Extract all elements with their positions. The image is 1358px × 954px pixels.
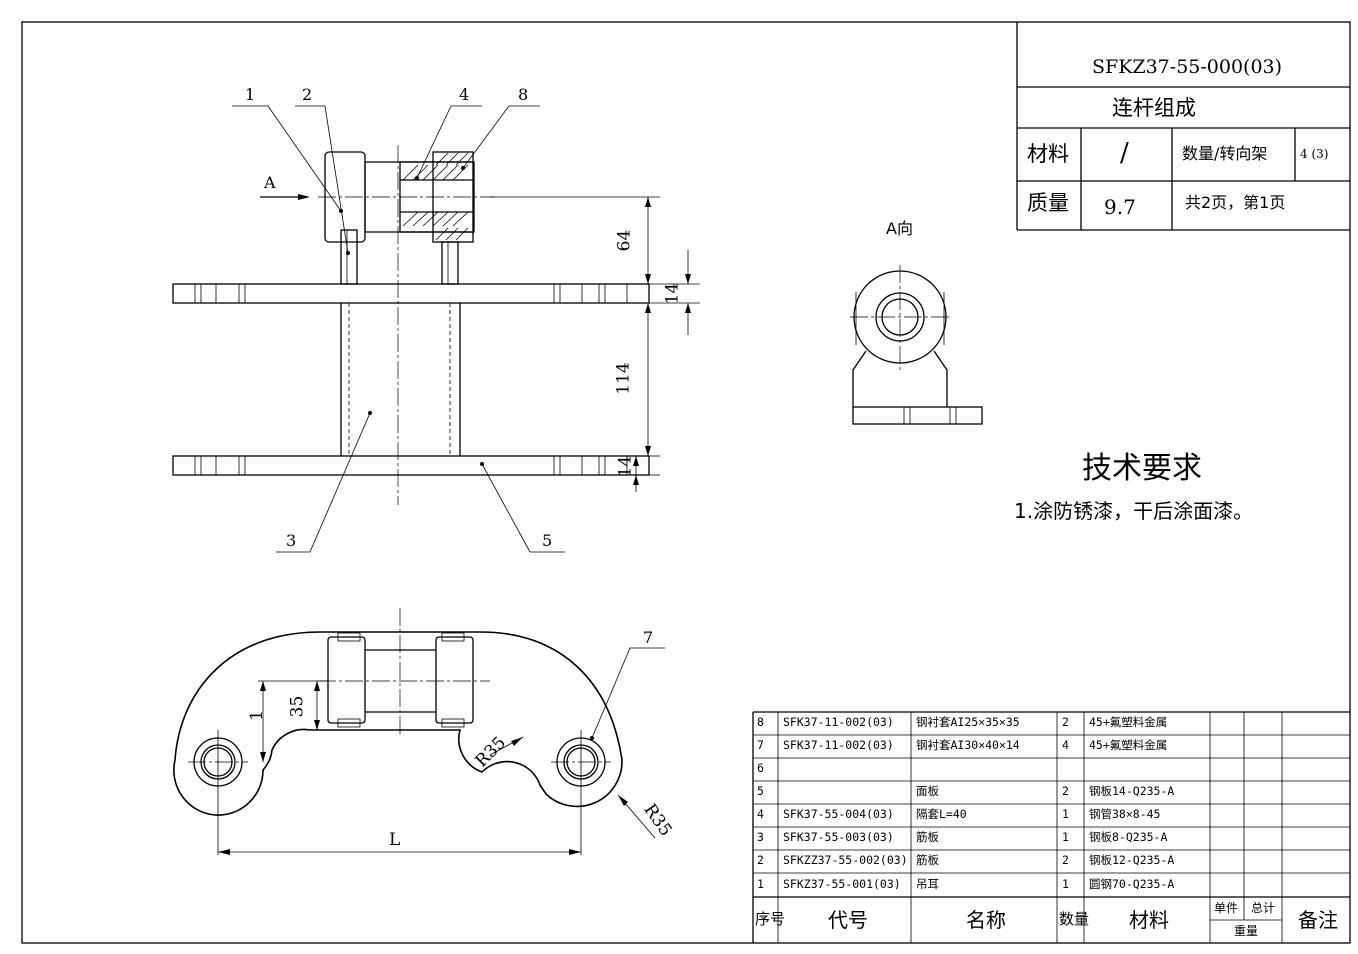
row-qty: 2	[1062, 715, 1069, 729]
row-name: 吊耳	[916, 877, 939, 891]
balloon-1: 1	[245, 85, 256, 104]
row-qty: 2	[1062, 853, 1069, 867]
lower-plate	[172, 455, 650, 476]
row-material: 钢管38×8-45	[1089, 807, 1161, 821]
row-code: SFKZZ37-55-002(03)	[783, 853, 908, 867]
page-count: 共2页，第1页	[1185, 193, 1286, 212]
row-material: 钢板8-Q235-A	[1089, 830, 1168, 844]
title-block-lines	[1016, 22, 1350, 231]
row-no: 2	[757, 853, 764, 867]
row-no: 3	[757, 830, 764, 844]
row-code: SFK37-55-003(03)	[783, 830, 894, 844]
material-label: 材料	[1027, 142, 1069, 166]
row-qty: 1	[1062, 877, 1069, 891]
header-unit: 单件	[1214, 901, 1239, 915]
header-name: 名称	[966, 908, 1006, 932]
row-no: 7	[757, 738, 764, 752]
sheet-border	[21, 21, 1351, 944]
bottom-view	[173, 608, 665, 855]
mass-value: 9.7	[1104, 195, 1136, 219]
dim-14-top: 14	[662, 282, 683, 305]
row-name: 筋板	[916, 853, 939, 867]
header-weight: 重量	[1234, 924, 1259, 938]
dim-l: L	[389, 830, 401, 850]
row-name: 钢衬套AI30×40×14	[916, 738, 1020, 752]
row-code: SFK37-55-004(03)	[783, 807, 894, 821]
parts-list-grid	[752, 711, 1350, 943]
row-name: 钢衬套AI25×35×35	[916, 715, 1020, 729]
front-view	[172, 105, 700, 553]
a-view	[850, 265, 983, 425]
material-value: /	[1120, 138, 1129, 168]
drawing-number: SFKZ37-55-000(03)	[1092, 56, 1283, 78]
row-qty: 4	[1062, 738, 1069, 752]
tech-req-title: 技术要求	[1082, 451, 1202, 486]
balloon-2: 2	[302, 85, 313, 104]
balloon-7: 7	[643, 628, 654, 647]
row-no: 5	[757, 784, 764, 798]
row-code: SFK37-11-002(03)	[783, 738, 894, 752]
tech-req-item-1: 1.涂防锈漆，干后涂面漆。	[1014, 499, 1254, 523]
row-qty: 1	[1062, 830, 1069, 844]
row-qty: 1	[1062, 807, 1069, 821]
row-no: 4	[757, 807, 764, 821]
header-code: 代号	[828, 908, 868, 932]
dim-114: 114	[613, 362, 634, 395]
row-material: 圆钢70-Q235-A	[1089, 877, 1175, 891]
row-no: 6	[757, 761, 764, 775]
balloon-5: 5	[542, 531, 553, 550]
balloon-4: 4	[459, 85, 470, 104]
mass-label: 质量	[1027, 191, 1069, 215]
row-material: 钢板14-Q235-A	[1089, 784, 1175, 798]
dim-35: 35	[287, 695, 308, 718]
header-total: 总计	[1251, 901, 1276, 915]
balloon-3: 3	[286, 531, 297, 550]
row-material: 45+氟塑料金属	[1089, 738, 1168, 752]
qty-label: 数量/转向架	[1182, 144, 1268, 163]
header-remark: 备注	[1298, 908, 1338, 932]
qty-value: 4 (3)	[1300, 147, 1329, 161]
assembly-name: 连杆组成	[1112, 96, 1196, 120]
upper-plate	[172, 283, 650, 304]
row-name: 面板	[916, 784, 939, 798]
balloon-8: 8	[518, 85, 529, 104]
row-name: 隔套L=40	[916, 807, 967, 821]
dim-14-bottom: 14	[615, 455, 636, 478]
row-code: SFKZ37-55-001(03)	[783, 877, 901, 891]
row-name: 筋板	[916, 830, 939, 844]
row-material: 钢板12-Q235-A	[1089, 853, 1175, 867]
view-a-label: A向	[886, 219, 913, 238]
header-material: 材料	[1129, 908, 1169, 932]
dim-64: 64	[614, 229, 635, 252]
arrow-a-label: A	[264, 173, 276, 192]
row-no: 1	[757, 877, 764, 891]
header-qty: 数量	[1059, 910, 1090, 928]
dim-1: 1	[246, 710, 267, 721]
header-no: 序号	[755, 910, 786, 928]
row-material: 45+氟塑料金属	[1089, 715, 1168, 729]
row-code: SFK37-11-002(03)	[783, 715, 894, 729]
row-no: 8	[757, 715, 764, 729]
row-qty: 2	[1062, 784, 1069, 798]
